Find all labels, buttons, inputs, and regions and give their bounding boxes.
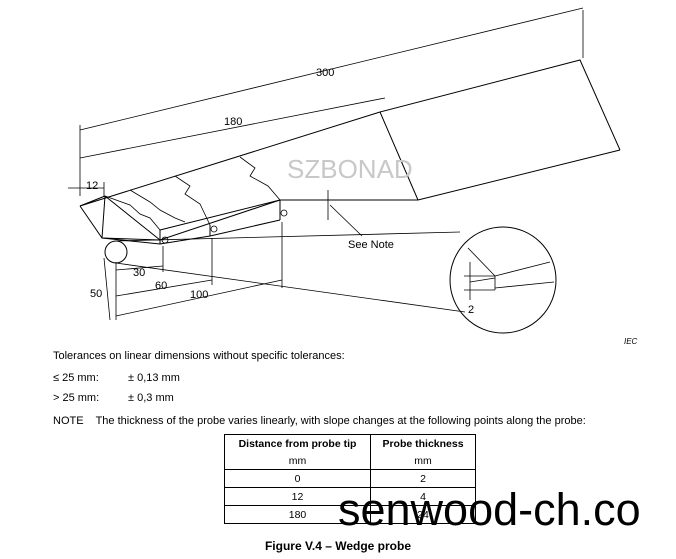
table-header-distance: Distance from probe tip (224, 434, 371, 452)
dim-12: 12 (86, 180, 98, 192)
table-row: 12 4 (224, 487, 476, 506)
dim-30: 30 (133, 267, 145, 279)
table-unit-thickness: mm (370, 452, 476, 470)
tolerance-range-2: > 25 mm: (53, 392, 100, 404)
dimension-overall: 300 (79, 7, 584, 196)
overlay-watermark: senwood-ch.co (338, 484, 641, 535)
dim-60: 60 (155, 280, 167, 292)
table-units-row: mm mm (224, 452, 476, 470)
tolerance-range-1: ≤ 25 mm: (53, 372, 99, 384)
figure-caption: Figure V.4 – Wedge probe (264, 539, 412, 553)
dimension-taper: 180 (79, 97, 386, 159)
dim-100: 100 (190, 289, 208, 301)
tip-detail-circle (104, 240, 128, 264)
table-unit-distance: mm (224, 452, 371, 470)
table-row: 180 24 (224, 505, 476, 524)
probe-thickness-table: Distance from probe tip Probe thickness … (224, 434, 476, 524)
watermark-szbonad: SZBONAD (287, 154, 413, 184)
table-header-thickness: Probe thickness (370, 434, 476, 452)
note-callout: See Note (327, 190, 394, 251)
wedge-probe-drawing: 300 180 12 30 60 100 50 See Note (68, 7, 638, 346)
table-cell: 24 (370, 505, 476, 524)
tolerance-value-2: ± 0,3 mm (128, 392, 174, 404)
tolerance-value-1: ± 0,13 mm (128, 372, 180, 384)
dim-50: 50 (90, 288, 102, 300)
dim-180: 180 (224, 116, 242, 128)
table-header-row: Distance from probe tip Probe thickness (224, 434, 476, 452)
dimension-tip-step: 12 (68, 180, 105, 196)
tolerance-heading: Tolerances on linear dimensions without … (53, 350, 345, 362)
detail-view: 2 (449, 226, 557, 334)
note-text: NOTE The thickness of the probe varies l… (53, 415, 586, 427)
dim-300: 300 (316, 67, 334, 79)
table-cell: 180 (224, 505, 371, 524)
probe-outline (79, 59, 621, 245)
dimension-positions: 30 60 100 50 (90, 222, 283, 321)
iec-label: IEC (624, 337, 638, 346)
see-note-label: See Note (348, 239, 394, 251)
dim-2: 2 (468, 304, 474, 316)
